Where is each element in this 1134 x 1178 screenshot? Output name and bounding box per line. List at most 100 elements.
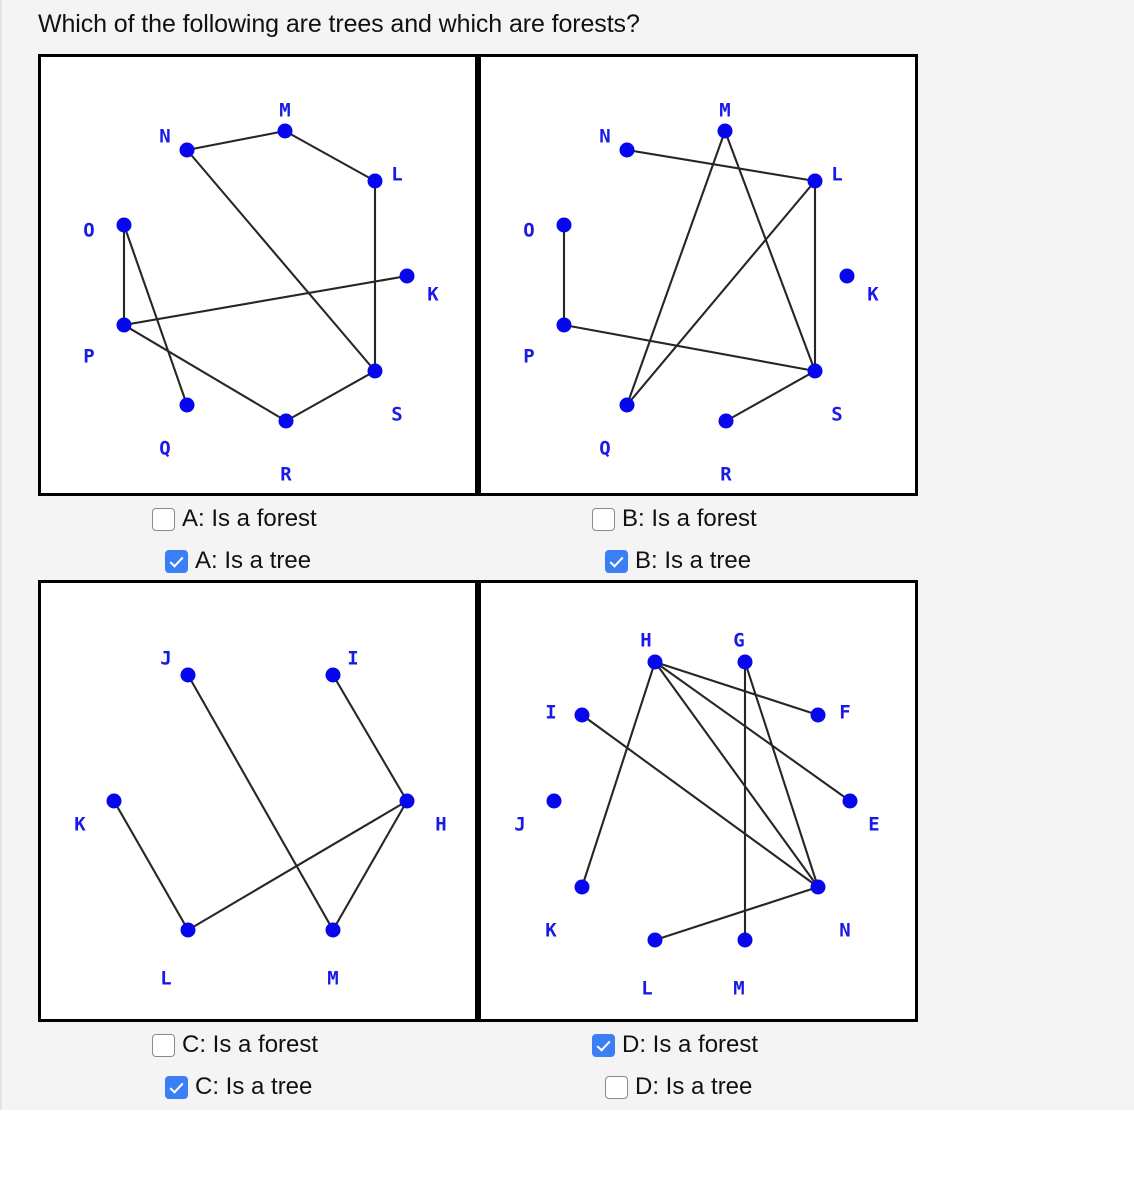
graph-node — [179, 397, 195, 413]
graph-node-label: N — [599, 126, 610, 148]
options-group-a: A: Is a forest A: Is a tree — [152, 498, 317, 582]
option-a-tree-row[interactable]: A: Is a tree — [152, 540, 317, 582]
graph-edge — [654, 661, 819, 888]
graph-node — [116, 217, 132, 233]
options-group-c: C: Is a forest C: Is a tree — [152, 1024, 318, 1108]
graph-node — [399, 793, 415, 809]
graph-node — [399, 268, 415, 284]
graph-node-label: K — [74, 814, 86, 836]
graph-edge — [123, 274, 408, 327]
graph-node-label: L — [160, 968, 171, 990]
checkbox-c-tree[interactable] — [165, 1075, 188, 1099]
option-b-forest-row[interactable]: B: Is a forest — [592, 498, 757, 540]
graph-edge — [186, 149, 376, 372]
graph-node — [619, 397, 635, 413]
option-d-forest-label: D: Is a forest — [622, 1031, 759, 1058]
checkbox-a-tree[interactable] — [165, 549, 188, 573]
graph-node-label: M — [719, 100, 730, 122]
graph-edge — [187, 800, 408, 931]
graph-node-label: H — [435, 814, 446, 836]
graph-node-label: Q — [159, 438, 170, 460]
checkbox-b-tree[interactable] — [605, 549, 628, 573]
graph-node — [278, 413, 294, 429]
graph-node — [737, 932, 753, 948]
option-c-tree-row[interactable]: C: Is a tree — [152, 1066, 318, 1108]
graph-node — [574, 879, 590, 895]
graph-edge — [744, 661, 819, 888]
graph-node — [180, 667, 196, 683]
graph-node-label: H — [640, 630, 651, 652]
graph-node — [737, 654, 753, 670]
graph-edge — [123, 224, 188, 406]
graph-edge — [123, 324, 287, 422]
graph-node-label: M — [733, 978, 744, 1000]
graph-node — [277, 123, 293, 139]
checkbox-d-tree[interactable] — [605, 1075, 628, 1099]
graph-edge — [284, 130, 376, 182]
graph-node — [807, 173, 823, 189]
option-d-tree-label: D: Is a tree — [635, 1073, 753, 1100]
graph-node-label: O — [523, 220, 534, 242]
graph-node — [325, 667, 341, 683]
graph-node-label: R — [720, 464, 732, 486]
graph-node-label: R — [280, 464, 292, 486]
graph-node — [619, 142, 635, 158]
graph-node — [718, 413, 734, 429]
graph-node — [810, 707, 826, 723]
checkbox-c-forest[interactable] — [152, 1033, 175, 1057]
page-title: Which of the following are trees and whi… — [38, 10, 640, 38]
graph-node-label: N — [159, 126, 170, 148]
graph-node-label: M — [279, 100, 290, 122]
checkbox-d-forest[interactable] — [592, 1033, 615, 1057]
graph-node-label: P — [523, 346, 534, 368]
graph-edge — [186, 129, 286, 152]
option-a-forest-row[interactable]: A: Is a forest — [152, 498, 317, 540]
graph-edge — [187, 674, 334, 931]
checkbox-a-forest[interactable] — [152, 507, 175, 531]
graph-edge — [332, 674, 408, 802]
graph-edge — [626, 148, 816, 183]
option-a-forest-label: A: Is a forest — [182, 505, 317, 532]
option-b-tree-label: B: Is a tree — [635, 547, 752, 574]
checkbox-b-forest[interactable] — [592, 507, 615, 531]
graph-node — [179, 142, 195, 158]
graph-node-label: P — [83, 346, 94, 368]
graph-node-label: N — [839, 920, 850, 942]
graph-edge — [724, 130, 816, 372]
option-c-forest-row[interactable]: C: Is a forest — [152, 1024, 318, 1066]
graph-edge — [626, 180, 816, 406]
graph-node-label: J — [514, 814, 525, 836]
options-group-d: D: Is a forest D: Is a tree — [592, 1024, 758, 1108]
graph-node-label: J — [160, 648, 171, 670]
graph-node — [556, 317, 572, 333]
option-d-tree-row[interactable]: D: Is a tree — [592, 1066, 758, 1108]
graph-node — [367, 363, 383, 379]
option-d-forest-row[interactable]: D: Is a forest — [592, 1024, 758, 1066]
graph-edge — [563, 323, 816, 373]
graph-edge — [654, 661, 819, 716]
graph-node-label: K — [867, 284, 879, 306]
option-c-forest-label: C: Is a forest — [182, 1031, 319, 1058]
graph-node — [647, 932, 663, 948]
graph-node-label: F — [839, 702, 850, 724]
graph-node-label: E — [868, 814, 879, 836]
graph-node — [839, 268, 855, 284]
graph-node-label: Q — [599, 438, 610, 460]
question-page: Which of the following are trees and whi… — [0, 0, 1134, 1110]
option-b-tree-row[interactable]: B: Is a tree — [592, 540, 757, 582]
graph-node — [810, 879, 826, 895]
graph-node — [574, 707, 590, 723]
graph-node — [807, 363, 823, 379]
graph-node — [647, 654, 663, 670]
graph-edge — [332, 800, 408, 931]
options-group-b: B: Is a forest B: Is a tree — [592, 498, 757, 582]
graph-node — [717, 123, 733, 139]
